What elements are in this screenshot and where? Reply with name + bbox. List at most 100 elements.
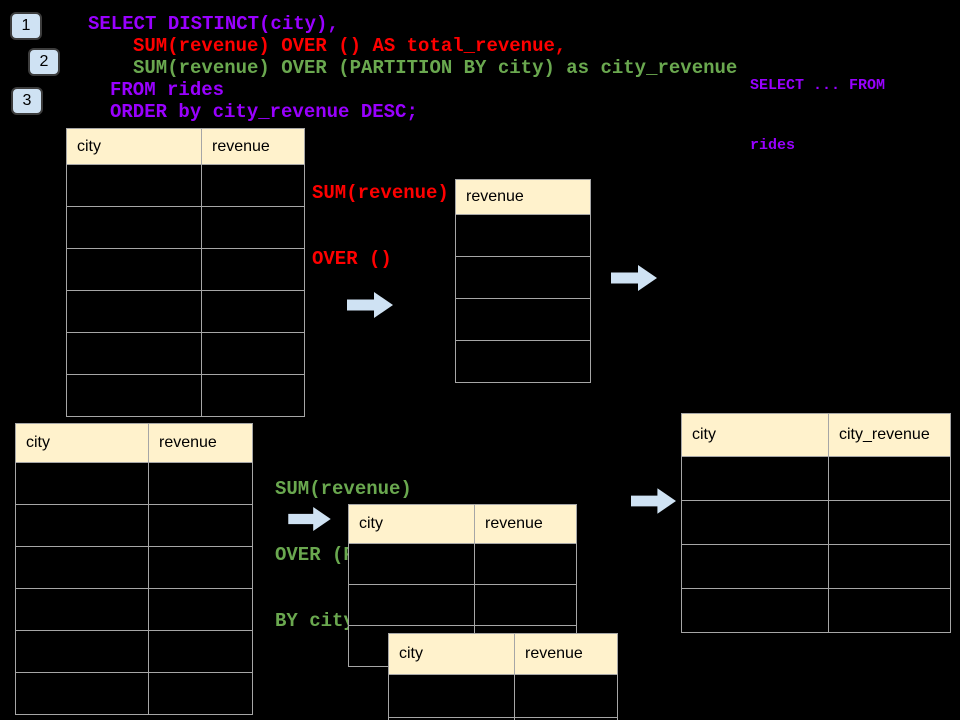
empty-cell bbox=[828, 500, 951, 545]
side-note-line: SELECT ... FROM bbox=[750, 77, 886, 94]
table-header-row: city revenue bbox=[348, 504, 577, 544]
flow-arrow-icon bbox=[347, 292, 393, 318]
table-row bbox=[388, 717, 618, 720]
empty-cell bbox=[15, 630, 149, 673]
column-header-city: city bbox=[15, 423, 149, 463]
table-row bbox=[455, 340, 591, 383]
empty-cell bbox=[66, 164, 202, 207]
empty-cell bbox=[66, 332, 202, 375]
empty-cell bbox=[474, 543, 577, 585]
column-header-city-revenue: city_revenue bbox=[828, 413, 951, 457]
empty-cell bbox=[15, 672, 149, 715]
table-header-row: city revenue bbox=[15, 423, 253, 463]
empty-cell bbox=[148, 504, 253, 547]
table-row bbox=[388, 674, 618, 718]
table-result: city city_revenue bbox=[681, 413, 951, 633]
side-note-line: rides bbox=[750, 137, 796, 154]
empty-cell bbox=[388, 674, 515, 718]
empty-cell bbox=[66, 206, 202, 249]
empty-cell bbox=[15, 588, 149, 631]
empty-cell bbox=[201, 248, 305, 291]
table-total-revenue: revenue bbox=[455, 179, 591, 383]
table-row bbox=[15, 588, 253, 631]
table-row bbox=[455, 256, 591, 299]
empty-cell bbox=[348, 543, 475, 585]
column-header-city: city bbox=[388, 633, 515, 675]
empty-cell bbox=[681, 544, 829, 589]
empty-cell bbox=[148, 630, 253, 673]
annotation-line: SUM(revenue) bbox=[312, 182, 449, 204]
select-from-rides-note: SELECT ... FROM rides bbox=[750, 36, 885, 196]
table-header-row: city revenue bbox=[388, 633, 618, 675]
table-row bbox=[681, 456, 951, 501]
empty-cell bbox=[474, 584, 577, 626]
empty-cell bbox=[15, 504, 149, 547]
table-row bbox=[66, 164, 305, 207]
table-row bbox=[681, 588, 951, 633]
table-row bbox=[15, 630, 253, 673]
empty-cell bbox=[148, 672, 253, 715]
table-source-bottom: city revenue bbox=[15, 423, 253, 715]
column-header-city: city bbox=[681, 413, 829, 457]
table-header-row: revenue bbox=[455, 179, 591, 215]
table-header-row: city city_revenue bbox=[681, 413, 951, 457]
column-header-revenue: revenue bbox=[148, 423, 253, 463]
table-row bbox=[66, 248, 305, 291]
table-header-row: city revenue bbox=[66, 128, 305, 165]
empty-cell bbox=[681, 500, 829, 545]
empty-cell bbox=[828, 588, 951, 633]
annotation-line: SUM(revenue) bbox=[275, 478, 412, 500]
empty-cell bbox=[15, 462, 149, 505]
empty-cell bbox=[148, 588, 253, 631]
empty-cell bbox=[681, 456, 829, 501]
table-row bbox=[15, 546, 253, 589]
column-header-revenue: revenue bbox=[201, 128, 305, 165]
sql-line-from: FROM rides bbox=[110, 79, 225, 101]
sql-line-total-revenue: SUM(revenue) OVER () AS total_revenue, bbox=[133, 35, 567, 57]
empty-cell bbox=[455, 298, 591, 341]
table-row bbox=[15, 462, 253, 505]
empty-cell bbox=[514, 717, 618, 720]
step-badge-2: 2 bbox=[28, 48, 60, 76]
table-row bbox=[66, 206, 305, 249]
flow-arrow-icon bbox=[288, 507, 331, 531]
empty-cell bbox=[201, 206, 305, 249]
flow-arrow-icon bbox=[631, 488, 676, 514]
empty-cell bbox=[66, 248, 202, 291]
sql-line-select: SELECT DISTINCT(city), bbox=[88, 13, 339, 35]
empty-cell bbox=[15, 546, 149, 589]
table-row bbox=[15, 504, 253, 547]
table-row bbox=[681, 544, 951, 589]
table-row bbox=[348, 584, 577, 626]
table-row bbox=[348, 543, 577, 585]
table-source-top: city revenue bbox=[66, 128, 305, 417]
empty-cell bbox=[201, 164, 305, 207]
empty-cell bbox=[66, 290, 202, 333]
table-row bbox=[455, 214, 591, 257]
empty-cell bbox=[66, 374, 202, 417]
table-row bbox=[66, 332, 305, 375]
table-row bbox=[66, 290, 305, 333]
empty-cell bbox=[148, 546, 253, 589]
sql-line-order-by: ORDER by city_revenue DESC; bbox=[110, 101, 418, 123]
annotation-total-revenue: SUM(revenue) OVER () bbox=[312, 138, 449, 314]
sql-line-partition: SUM(revenue) OVER (PARTITION BY city) as… bbox=[133, 57, 738, 79]
column-header-revenue: revenue bbox=[455, 179, 591, 215]
empty-cell bbox=[201, 374, 305, 417]
annotation-line: OVER () bbox=[312, 248, 392, 270]
table-partition-group-2: city revenue bbox=[388, 633, 618, 720]
flow-arrow-icon bbox=[611, 265, 657, 291]
table-row bbox=[681, 500, 951, 545]
empty-cell bbox=[148, 462, 253, 505]
step-badge-1: 1 bbox=[10, 12, 42, 40]
empty-cell bbox=[828, 544, 951, 589]
column-header-revenue: revenue bbox=[474, 504, 577, 544]
empty-cell bbox=[455, 340, 591, 383]
table-row bbox=[455, 298, 591, 341]
empty-cell bbox=[455, 256, 591, 299]
column-header-city: city bbox=[348, 504, 475, 544]
column-header-city: city bbox=[66, 128, 202, 165]
table-row bbox=[66, 374, 305, 417]
empty-cell bbox=[201, 290, 305, 333]
